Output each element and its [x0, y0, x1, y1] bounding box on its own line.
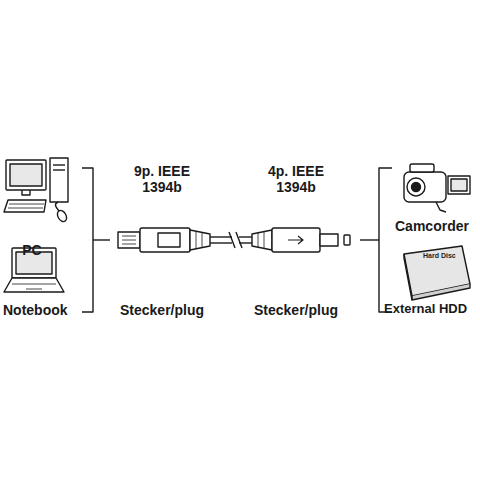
- plug-9p: [118, 228, 210, 252]
- plug-label: Stecker/plug: [244, 302, 348, 318]
- device-label: PC: [4, 242, 60, 258]
- device-label: Camcorder: [395, 218, 477, 234]
- bracket: [82, 168, 93, 312]
- connector-type: 4p. IEEE 1394b: [256, 163, 336, 195]
- connector-type: 9p. IEEE 1394b: [122, 163, 202, 195]
- bracket: [379, 168, 392, 312]
- drive-marking: Hard Disc: [423, 252, 463, 260]
- plug-4p: [252, 228, 350, 252]
- cable: [210, 232, 252, 248]
- device-label: Notebook: [3, 302, 79, 318]
- hdd-icon: [404, 246, 470, 300]
- device-label: External HDD: [384, 302, 477, 317]
- plug-label: Stecker/plug: [110, 302, 214, 318]
- camcorder-icon: [404, 164, 470, 212]
- pc-icon: [4, 158, 68, 223]
